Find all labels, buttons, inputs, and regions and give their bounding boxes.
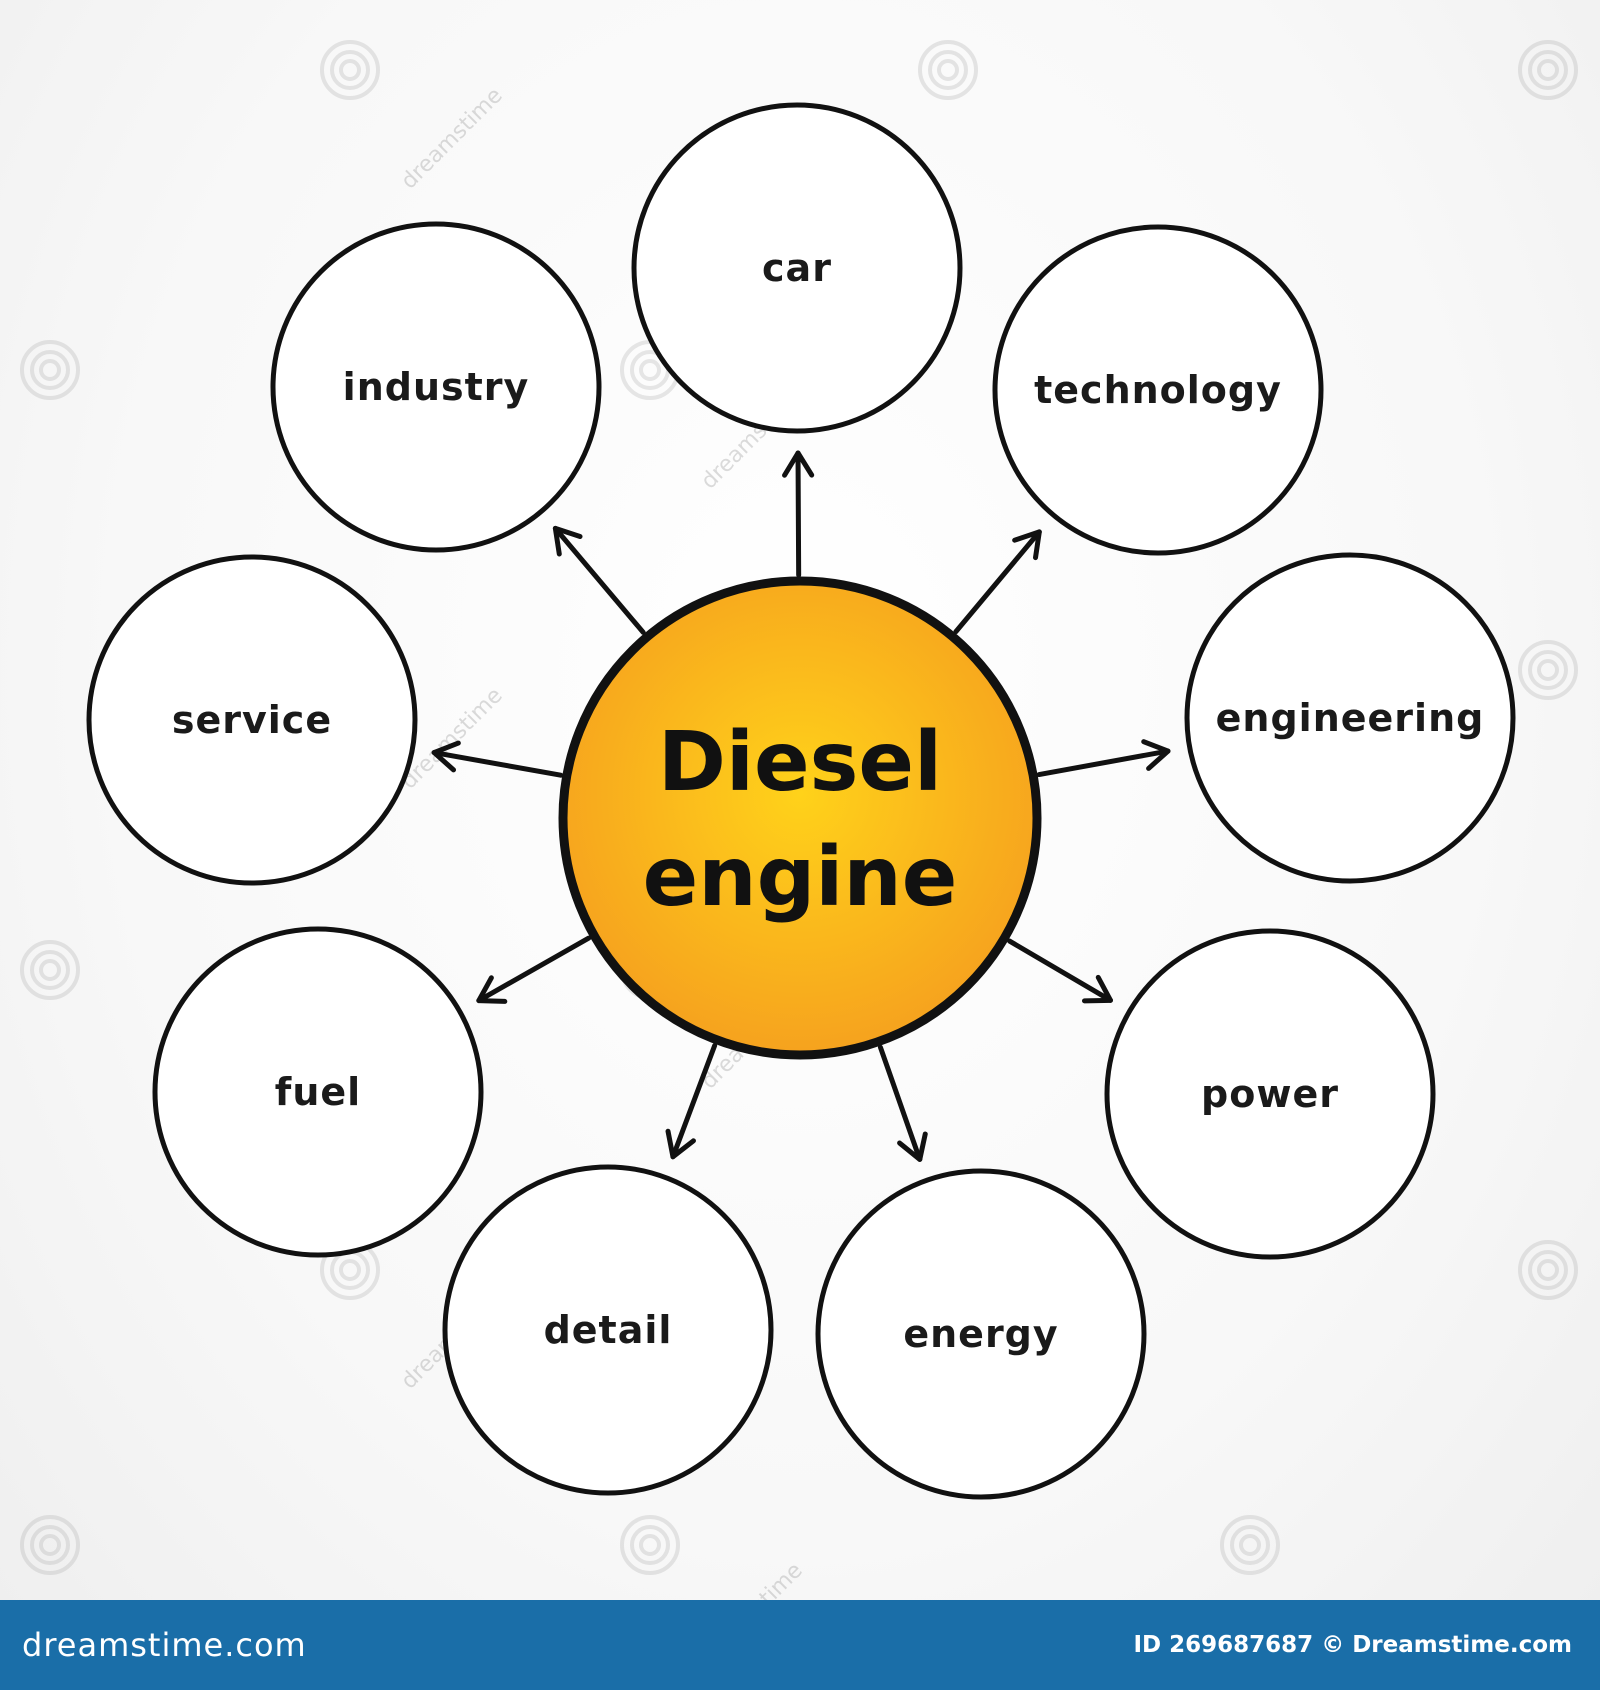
watermark-logo [1518, 640, 1578, 700]
watermark-logo [620, 1515, 680, 1575]
arrowhead-service [431, 740, 461, 773]
node-label-energy: energy [903, 1312, 1058, 1356]
watermark-logo [20, 1515, 80, 1575]
node-label-detail: detail [544, 1308, 673, 1352]
watermark-text: dreamstime [697, 1558, 808, 1600]
arrow-to-car [795, 450, 802, 578]
arrowhead-fuel [476, 975, 508, 1004]
arrow-to-industry [552, 525, 646, 635]
node-circle-power [1104, 928, 1436, 1260]
footer-brand[interactable]: dreamstime.com [22, 1626, 307, 1664]
node-label-industry: industry [343, 365, 530, 409]
node-car: car [631, 102, 963, 434]
node-engineering: engineering [1184, 552, 1516, 884]
arrow-to-power [1007, 938, 1113, 1003]
watermark-text: dreamstime [1595, 83, 1600, 194]
watermark-text: dreamstime [397, 83, 508, 194]
watermark-text: dreamstime [1595, 683, 1600, 794]
node-label-power: power [1201, 1072, 1339, 1116]
node-technology: technology [992, 224, 1324, 556]
watermark-text: dreamstime [1595, 1283, 1600, 1394]
node-circle-car [631, 102, 963, 434]
arrowhead-technology [1012, 529, 1042, 561]
node-label-car: car [762, 246, 832, 290]
arrow-to-fuel [476, 935, 592, 1004]
watermark-logo [1518, 1240, 1578, 1300]
watermark-logo [918, 40, 978, 100]
node-energy: energy [815, 1168, 1147, 1500]
watermark-logo [1518, 40, 1578, 100]
watermark-logo [20, 340, 80, 400]
arrowhead-car [782, 450, 815, 478]
arrowhead-engineering [1141, 739, 1171, 771]
node-power: power [1104, 928, 1436, 1260]
node-label-engineering: engineering [1216, 696, 1485, 740]
node-label-fuel: fuel [275, 1070, 361, 1114]
center-node: Diesel engine [558, 576, 1042, 1060]
nodes-layer: car technology engineering power energy detai… [86, 102, 1516, 1500]
arrowhead-industry [552, 525, 583, 557]
node-fuel: fuel [152, 926, 484, 1258]
node-circle-technology [992, 224, 1324, 556]
arrows-layer [431, 450, 1171, 1162]
arrow-to-detail [670, 1043, 718, 1160]
arrowhead-energy [897, 1131, 928, 1162]
arrow-to-service [431, 750, 564, 778]
node-circle-energy [815, 1168, 1147, 1500]
node-circle-engineering [1184, 552, 1516, 884]
watermark-logo [20, 940, 80, 1000]
node-label-technology: technology [1034, 368, 1282, 412]
arrow-to-engineering [1036, 748, 1171, 778]
node-label-service: service [172, 698, 332, 742]
node-service: service [86, 554, 418, 886]
arrow-to-technology [953, 529, 1042, 635]
center-label-line-2: engine [643, 830, 958, 925]
arrowhead-detail [665, 1128, 696, 1160]
footer-image-id: ID 269687687 © Dreamstime.com [1133, 1632, 1573, 1658]
center-circle [558, 576, 1042, 1060]
node-circle-detail [442, 1164, 774, 1496]
watermark-logo [320, 40, 380, 100]
node-circle-fuel [152, 926, 484, 1258]
center-label-line-1: Diesel [658, 715, 942, 810]
footer-bar: dreamstime.com ID 269687687 © Dreamstime… [0, 1600, 1600, 1690]
arrowhead-power [1081, 974, 1113, 1004]
mind-map-diagram: dreamstime dreamstime dreamstime dreamstime… [20, 40, 1600, 1600]
watermark-logo [1220, 1515, 1280, 1575]
node-circle-service [86, 554, 418, 886]
arrow-to-energy [877, 1044, 923, 1162]
node-circle-industry [270, 221, 602, 553]
node-detail: detail [442, 1164, 774, 1496]
node-industry: industry [270, 221, 602, 553]
